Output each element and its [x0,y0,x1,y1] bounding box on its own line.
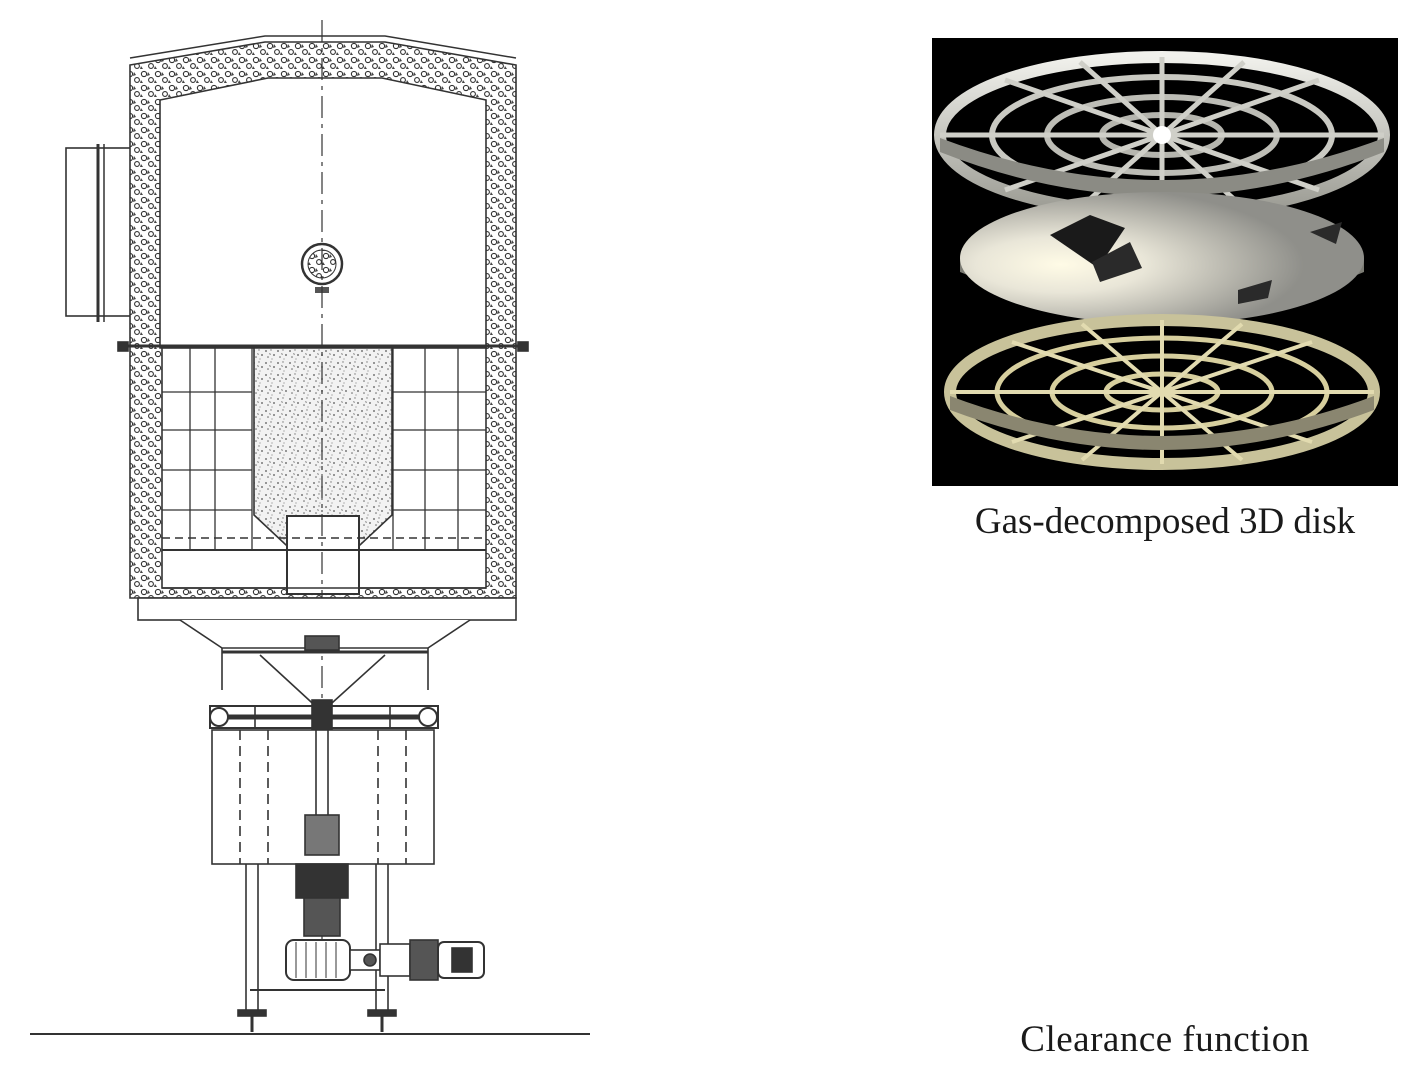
bottom-grid-disk [944,314,1380,470]
disk-3d-render [932,38,1398,486]
middle-solid-disk [960,192,1364,324]
furnace-drawing [30,20,590,1035]
clearance-caption: Clearance function [1020,1019,1310,1060]
top-grid-disk [934,51,1390,219]
disk-caption: Gas-decomposed 3D disk [974,501,1356,542]
